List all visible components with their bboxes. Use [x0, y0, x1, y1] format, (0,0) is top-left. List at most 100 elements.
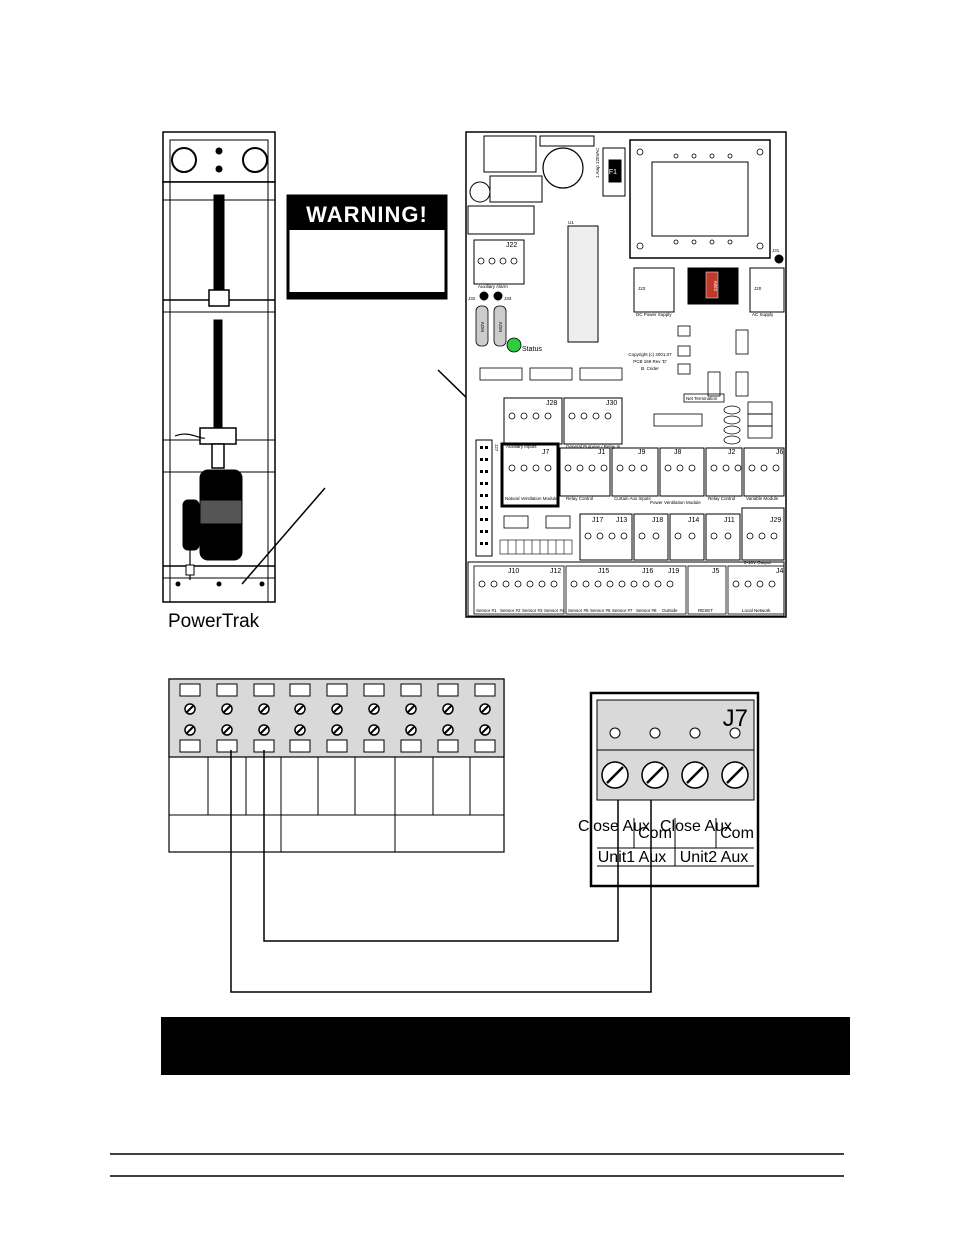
strip-screw-slot: [444, 726, 452, 734]
sensor-label-6: Sensor #6: [590, 608, 611, 613]
strip-top-tab: [474, 683, 496, 697]
strip-top-tab: [216, 683, 238, 697]
strip-bottom-tab: [474, 739, 496, 753]
board-header-J15: J15: [598, 568, 609, 575]
copyright-line-2: PCB 169 Rev 'D': [633, 359, 667, 364]
fuse-text: 1 Amp 125VAC: [595, 147, 600, 178]
board-header-J17: J17: [592, 517, 603, 524]
control-board: F1 1 Amp 125VAC U1 J22 Auxiliary Alarm J…: [465, 131, 787, 618]
sensor-label-2: Sensor #2: [500, 608, 521, 613]
board-header-J27: J27: [494, 444, 499, 452]
j7-connector-detail: [589, 691, 760, 888]
terminal-strip: [168, 678, 505, 853]
strip-bottom-tab: [400, 739, 422, 753]
mov-label-2: MOV: [498, 322, 503, 332]
strip-bottom-tab: [326, 739, 348, 753]
voltage-switch: 230V: [713, 281, 718, 292]
strip-screw-slot: [296, 705, 304, 713]
board-header-J23: J23: [638, 286, 646, 291]
copyright-line-1: Copyright (c) 2001,07: [628, 352, 672, 357]
board-header-J29: J29: [770, 517, 781, 524]
strip-screw-slot: [223, 726, 231, 734]
j7-label-unit2-aux: Unit2 Aux: [680, 849, 748, 866]
strip-bottom-tab: [179, 739, 201, 753]
board-header-J4: J4: [776, 568, 784, 575]
j2-label: Relay Control: [708, 496, 735, 501]
strip-bottom-tab: [216, 739, 238, 753]
board-header-J9: J9: [638, 449, 646, 456]
strip-screw-slot: [407, 705, 415, 713]
copyright-line-3: B. Crider: [641, 366, 659, 371]
j7-board-label: Natural Ventilation Module: [505, 496, 558, 501]
j7-label-com-1: Com: [638, 825, 672, 842]
j8-label: Power Ventilation Module: [650, 500, 701, 505]
strip-screw-slot: [186, 705, 194, 713]
board-header-J33: J33: [504, 296, 512, 301]
sensor-label-3: Sensor #3: [522, 608, 543, 613]
board-header-J11: J11: [724, 517, 735, 524]
j7-label-com-2: Com: [720, 825, 754, 842]
mov-label-1: MOV: [480, 322, 485, 332]
powertrak-actuator: [162, 131, 276, 603]
leader-line-actuator: [241, 487, 326, 585]
wire-close-aux: [263, 750, 619, 942]
j7-label-unit1-aux: Unit1 Aux: [598, 849, 666, 866]
strip-screw-slot: [370, 726, 378, 734]
board-header-J5: J5: [712, 568, 720, 575]
warning-box: WARNING!: [286, 194, 448, 300]
j4-label: Local Network: [742, 608, 771, 613]
strip-top-tab: [437, 683, 459, 697]
board-header-F1: F1: [609, 169, 617, 176]
strip-bottom-tab: [437, 739, 459, 753]
strip-screw-slot: [370, 705, 378, 713]
j22-label: Auxiliary Alarm: [478, 284, 508, 289]
strip-screw-slot: [333, 705, 341, 713]
board-header-J18: J18: [652, 517, 663, 524]
board-header-J6: J6: [776, 449, 784, 456]
strip-bottom-tab: [363, 739, 385, 753]
strip-screw-slot: [481, 705, 489, 713]
strip-screw-slot: [223, 705, 231, 713]
board-header-J13: J13: [616, 517, 627, 524]
net-termination-label: Net Termination: [686, 396, 718, 401]
sensor-label-4: Sensor #4: [544, 608, 565, 613]
strip-top-tab: [363, 683, 385, 697]
strip-top-tab: [400, 683, 422, 697]
board-header-J16: J16: [642, 568, 653, 575]
j7-label-close-aux-1: Close Aux: [578, 818, 650, 835]
strip-screw-slot: [333, 726, 341, 734]
j9-label: Curtain Aux Inputs: [614, 496, 652, 501]
j23-label: DC Power Supply: [636, 312, 672, 317]
board-header-J22: J22: [506, 242, 517, 249]
strip-screw-slot: [481, 726, 489, 734]
strip-screw-slot: [186, 726, 194, 734]
board-header-J20: J20: [754, 286, 762, 291]
strip-top-tab: [253, 683, 275, 697]
j1-label: Relay Control: [566, 496, 593, 501]
j5-label: RESET: [698, 608, 713, 613]
j7-label-close-aux-2: Close Aux: [660, 818, 732, 835]
strip-screw-slot: [260, 726, 268, 734]
board-header-J19: J19: [668, 568, 679, 575]
j28-label: Auxiliary Inputs: [506, 444, 537, 449]
board-header-J2: J2: [728, 449, 736, 456]
wiring: [230, 750, 652, 993]
board-header-J7: J7: [542, 449, 550, 456]
sensor-label-outside: Outside: [662, 608, 678, 613]
j7-detail-header: J7: [723, 705, 748, 732]
strip-bottom-tab: [289, 739, 311, 753]
board-header-J31: J31: [772, 248, 780, 253]
strip-top-tab: [326, 683, 348, 697]
status-label: Status: [522, 346, 542, 353]
j30-label: General Purpose / Relay In: [566, 444, 621, 449]
strip-top-tab: [179, 683, 201, 697]
caption-bar: [161, 1017, 850, 1075]
board-header-J32: J32: [468, 296, 476, 301]
sensor-label-1: Sensor #1: [476, 608, 497, 613]
board-header-J8: J8: [674, 449, 682, 456]
warning-title: WARNING!: [306, 202, 428, 227]
strip-screw-slot: [260, 705, 268, 713]
j6-label: Variable Module: [746, 496, 779, 501]
strip-screw-slot: [444, 705, 452, 713]
